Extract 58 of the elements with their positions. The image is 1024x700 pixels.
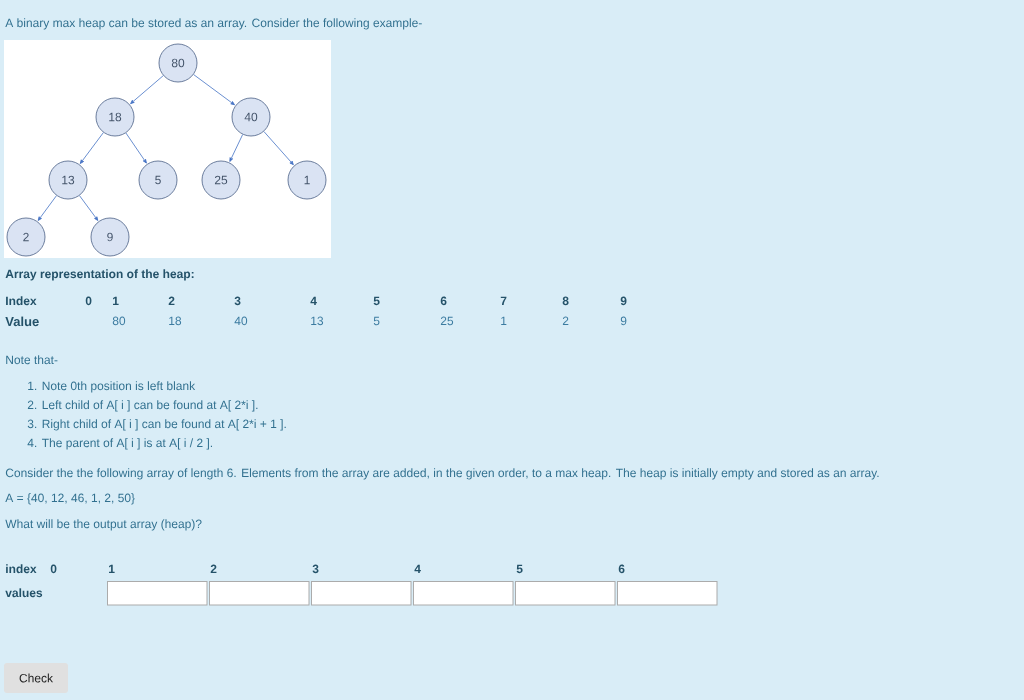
index-number: 5 bbox=[373, 296, 380, 306]
index-number: 9 bbox=[620, 296, 627, 306]
arrow bbox=[263, 131, 294, 166]
arrow bbox=[193, 74, 235, 106]
circle-node: 1 bbox=[287, 160, 327, 200]
check-button: Check bbox=[4, 663, 68, 693]
index-number: 5 bbox=[516, 564, 523, 574]
circle-node: 80 bbox=[158, 43, 198, 83]
index-number: 4 bbox=[310, 296, 317, 305]
heap-value: 9 bbox=[620, 316, 627, 326]
index-number: 8 bbox=[562, 296, 569, 306]
index-number: 2 bbox=[168, 296, 175, 305]
index-number: 3 bbox=[234, 296, 241, 306]
row-label: Index bbox=[6, 296, 37, 306]
circle-node: 13 bbox=[48, 160, 88, 200]
note-text: Note that- bbox=[6, 355, 58, 365]
index-number: 2 bbox=[210, 564, 217, 573]
index-number: 6 bbox=[618, 564, 625, 574]
row-label: index bbox=[6, 564, 37, 574]
array-text: A = {40, 12, 46, 1, 2, 50} bbox=[5, 493, 135, 505]
list-item: 1. Note 0th position is left blank bbox=[28, 381, 196, 393]
index-number: 0 bbox=[50, 564, 57, 574]
list-item: 3. Right child of A[ i ] can be found at A[ 2*i + 1 ]. bbox=[27, 419, 286, 431]
circle-node: 40 bbox=[231, 97, 271, 137]
index-number: 1 bbox=[109, 564, 115, 573]
heap-value: 2 bbox=[562, 316, 569, 325]
index-number: 7 bbox=[500, 296, 507, 305]
row-label: Value bbox=[5, 316, 39, 327]
circle-node: 5 bbox=[138, 160, 178, 200]
circle-node: 18 bbox=[95, 97, 135, 137]
arrow bbox=[229, 134, 244, 162]
heap-value: 5 bbox=[373, 316, 380, 326]
row-label: values bbox=[5, 588, 43, 598]
question-text: What will be the output array (heap)? bbox=[5, 519, 202, 531]
heap-value: 25 bbox=[440, 316, 454, 326]
question-text: Consider the the following array of length 6. Elements from the array are added, in the given order, to a max heap. The heap is initially empty and stored as an array. bbox=[5, 468, 879, 480]
index-number: 4 bbox=[414, 564, 421, 573]
list-item: 4. The parent of A[ i ] is at A[ i / 2 ]. bbox=[27, 438, 213, 450]
heap-value: 80 bbox=[112, 316, 126, 326]
arrow bbox=[125, 132, 147, 164]
heap-value: 40 bbox=[234, 316, 248, 326]
arrow bbox=[130, 75, 164, 105]
index-number: 3 bbox=[312, 564, 319, 574]
circle-node: 2 bbox=[6, 217, 46, 257]
heap-value: 1 bbox=[501, 316, 507, 325]
arrow bbox=[37, 195, 57, 221]
intro-text: A binary max heap can be stored as an array. Consider the following example- bbox=[5, 18, 422, 30]
index-number: 6 bbox=[440, 296, 447, 306]
heap-value: 18 bbox=[169, 316, 182, 326]
circle-node: 25 bbox=[201, 160, 241, 200]
section-heading: Array representation of the heap: bbox=[5, 269, 194, 281]
list-item: 2. Left child of A[ i ] can be found at A[ 2*i ]. bbox=[27, 400, 258, 412]
index-number: 0 bbox=[85, 296, 92, 306]
arrow bbox=[79, 132, 104, 164]
index-number: 1 bbox=[113, 296, 119, 305]
heap-value: 13 bbox=[311, 316, 324, 326]
circle-node: 9 bbox=[90, 217, 130, 257]
arrow bbox=[79, 195, 99, 221]
